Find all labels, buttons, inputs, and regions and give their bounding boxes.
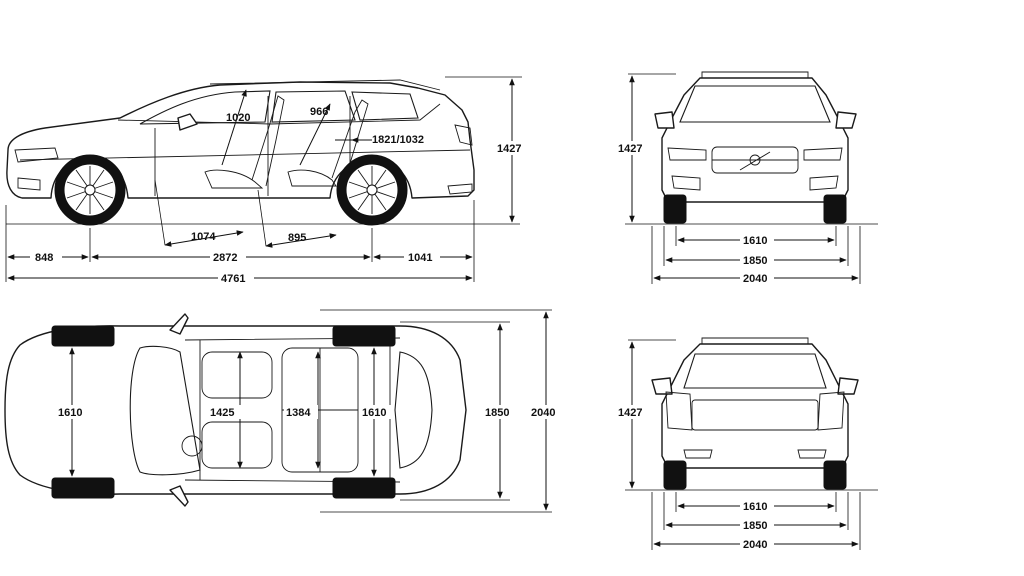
headlight: [14, 147, 59, 163]
front-roof-rails: [701, 71, 809, 78]
steering-wheel: [181, 435, 203, 457]
front-width-label: 1850: [743, 255, 767, 267]
top-right-mirror: [169, 485, 189, 507]
fog-light: [17, 177, 41, 191]
side-mirror: [177, 113, 198, 131]
front-height-label: 1427: [618, 143, 642, 155]
side-view: 1020 966 1821/1032 1074 895 1427 848 287…: [5, 76, 530, 285]
side-height-label: 1427: [497, 143, 521, 155]
rear-roof-rails: [701, 337, 809, 344]
front-headroom-label: 1020: [226, 112, 250, 124]
front-left-tyre: [663, 194, 687, 224]
rear-width-mirrors-label: 2040: [743, 539, 767, 551]
rear-headroom-label: 966: [310, 106, 328, 118]
rear-overhang-label: 1041: [408, 252, 432, 264]
front-right-tyre: [823, 194, 847, 224]
top-width-mirrors-label: 2040: [531, 407, 555, 419]
rear-wheel: [336, 154, 408, 226]
rear-lights: [665, 391, 845, 431]
front-headlights: [667, 147, 843, 161]
top-rear-left-tyre: [332, 325, 396, 347]
front-grille-bar: [712, 151, 798, 171]
wheelbase-label: 2872: [213, 252, 237, 264]
front-legroom-label: 1074: [191, 231, 216, 243]
top-rear-track-label: 1610: [362, 407, 386, 419]
front-shoulder-label: 1425: [210, 407, 234, 419]
left-mirror-front: [654, 111, 675, 129]
top-rear-window: [394, 351, 433, 469]
front-seat: [204, 95, 285, 189]
rear-light: [454, 124, 473, 146]
left-mirror-rear: [651, 377, 673, 395]
rear-right-tyre: [823, 460, 847, 490]
front-view: 1427 1610 1850 2040: [616, 71, 878, 285]
top-roof: [184, 337, 401, 483]
cargo-length-label: 1821/1032: [372, 134, 424, 146]
rear-legroom-label: 895: [288, 232, 306, 244]
roof-rail: [209, 79, 441, 91]
rear-left-tyre: [663, 460, 687, 490]
top-front-left-tyre: [51, 325, 115, 347]
top-left-mirror: [169, 313, 189, 335]
front-track-label: 1610: [743, 235, 767, 247]
front-seat-left: [201, 351, 273, 399]
overall-length-label: 4761: [221, 273, 245, 285]
windscreen: [679, 85, 831, 123]
top-rear-right-tyre: [332, 477, 396, 499]
front-width-mirrors-label: 2040: [743, 273, 767, 285]
exhaust: [447, 183, 473, 195]
top-width-label: 1850: [485, 407, 509, 419]
door-lines: [154, 96, 351, 196]
rear-height-label: 1427: [618, 407, 642, 419]
right-mirror-rear: [837, 377, 859, 395]
rear-window: [683, 353, 827, 389]
rear-exhausts: [683, 449, 827, 459]
rear-view: 1427 1610 1850 2040: [616, 337, 878, 551]
top-front-right-tyre: [51, 477, 115, 499]
top-front-track-label: 1610: [58, 407, 82, 419]
right-mirror-front: [835, 111, 857, 129]
top-view: 1610 1425 1384 1610 1850 2040: [4, 309, 564, 513]
front-wheel: [54, 154, 126, 226]
front-logo: [749, 154, 761, 166]
front-overhang-label: 848: [35, 252, 53, 264]
tailgate: [691, 399, 819, 431]
rear-width-label: 1850: [743, 520, 767, 532]
rear-track-label: 1610: [743, 501, 767, 513]
rear-shoulder-label: 1384: [286, 407, 311, 419]
front-fog-lights: [671, 175, 839, 191]
rear-seat: [287, 99, 369, 187]
